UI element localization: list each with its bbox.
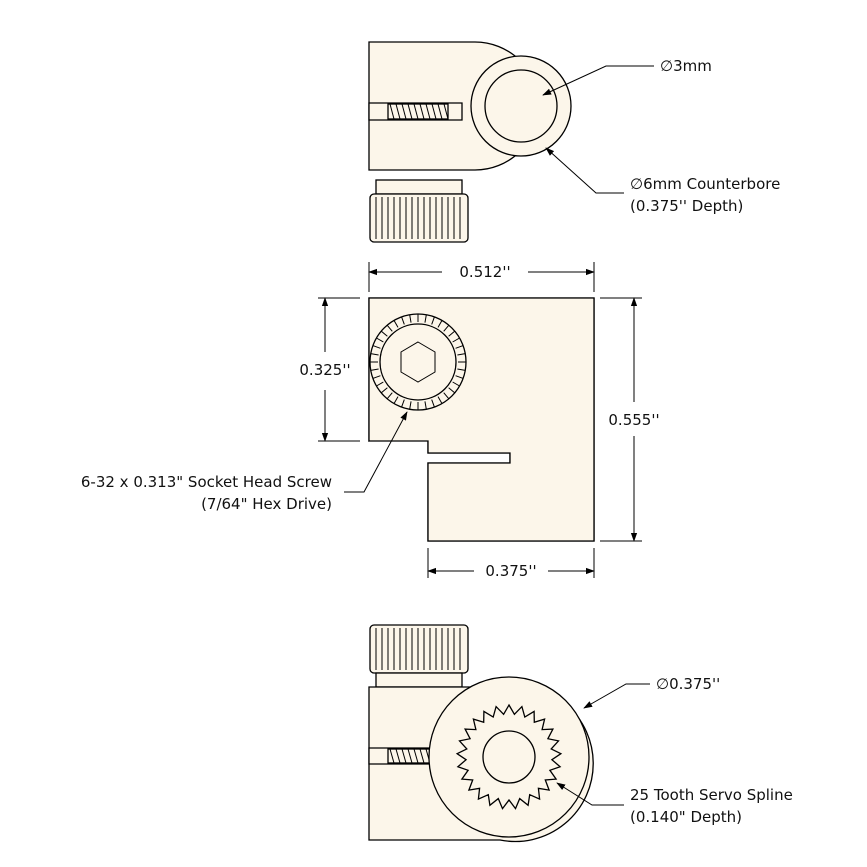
knurl-tick (393, 396, 399, 404)
knurl-tick (372, 345, 381, 349)
screw-knurled-head-bottom (369, 624, 469, 674)
bottom-knurl-lines (375, 628, 461, 670)
knurl-tick (443, 324, 450, 332)
boss-dia-label: ∅0.375'' (656, 675, 720, 693)
counterbore-depth-label: (0.375'' Depth) (630, 197, 743, 215)
knurl-tick (448, 330, 456, 337)
knurl-tick (431, 399, 435, 408)
knurl-tick (393, 320, 399, 328)
thread-line (413, 103, 419, 120)
knurl-tick (437, 396, 443, 404)
knurl-tick (455, 345, 464, 349)
spline-bore (482, 730, 536, 784)
screw-knurled-head (369, 193, 469, 243)
spline-depth-label: (0.140" Depth) (630, 808, 742, 826)
thread-line (413, 748, 419, 764)
top-view: ∅3mm ∅6mm Counterbore (0.375'' Depth) (368, 41, 780, 243)
thread-line (395, 103, 401, 120)
hex-drive-icon (400, 341, 436, 383)
knurl-tick (437, 320, 443, 328)
socket-head-inner (379, 323, 457, 401)
thread-line (437, 103, 443, 120)
side-view: 0.512'' 0.325'' 0.555'' 0.375'' 6-32 x 0… (81, 262, 660, 580)
thread-line (407, 748, 413, 764)
hole-dia-label: ∅3mm (660, 57, 712, 75)
knurl-tick (452, 381, 460, 387)
thread-line (395, 748, 401, 764)
top-knurl-lines (375, 197, 461, 239)
thread-lines (389, 103, 449, 120)
knurl-tick (376, 381, 384, 387)
thread-line (389, 103, 395, 120)
thread-line (401, 103, 407, 120)
boss-leader (583, 683, 650, 709)
screw-head-collar-bottom (375, 672, 463, 688)
hole-leader (542, 65, 654, 96)
knurl-tick (424, 314, 427, 323)
knurl-tick (457, 353, 466, 356)
hole-circle (484, 69, 558, 143)
knurl-tick (443, 392, 450, 400)
thread-line (419, 103, 425, 120)
knurl-tick (424, 401, 427, 410)
counterbore-dia-label: ∅6mm Counterbore (630, 175, 780, 193)
knurl-tick (431, 316, 435, 325)
knurl-tick (370, 368, 379, 371)
knurl-tick (370, 353, 379, 356)
screw-offset-dim-label: 0.325'' (299, 361, 350, 379)
knurl-tick (457, 368, 466, 371)
bottom-view: ∅0.375'' 25 Tooth Servo Spline (0.140" D… (368, 624, 793, 843)
spline-spec-label: 25 Tooth Servo Spline (630, 786, 793, 804)
knurl-tick (448, 387, 456, 394)
width-dim-label: 0.512'' (459, 263, 510, 281)
knurl-tick (386, 392, 393, 400)
knurl-tick (455, 375, 464, 379)
knurl-tick (386, 324, 393, 332)
knurl-tick (372, 375, 381, 379)
thread-line (419, 748, 425, 764)
thread-line (443, 103, 449, 120)
height-dim-label: 0.555'' (608, 411, 659, 429)
thread-line (425, 103, 431, 120)
knurl-tick (380, 387, 388, 394)
thread-line (401, 748, 407, 764)
spline-leader (556, 782, 624, 806)
counterbore-leader (545, 147, 624, 194)
thread-line (389, 748, 395, 764)
knurl-tick (452, 337, 460, 343)
knurl-tick (401, 399, 405, 408)
slot-width-dim-label: 0.375'' (485, 562, 536, 580)
thread-line (407, 103, 413, 120)
knurl-tick (409, 314, 412, 323)
thread-line (431, 103, 437, 120)
screw-drive-label: (7/64" Hex Drive) (201, 495, 332, 513)
screw-spec-label: 6-32 x 0.313" Socket Head Screw (81, 473, 332, 491)
knurl-tick (380, 330, 388, 337)
screw-leader (344, 411, 408, 493)
knurl-tick (376, 337, 384, 343)
screw-head-collar (375, 179, 463, 195)
knurl-tick (401, 316, 405, 325)
knurl-tick (409, 401, 412, 410)
